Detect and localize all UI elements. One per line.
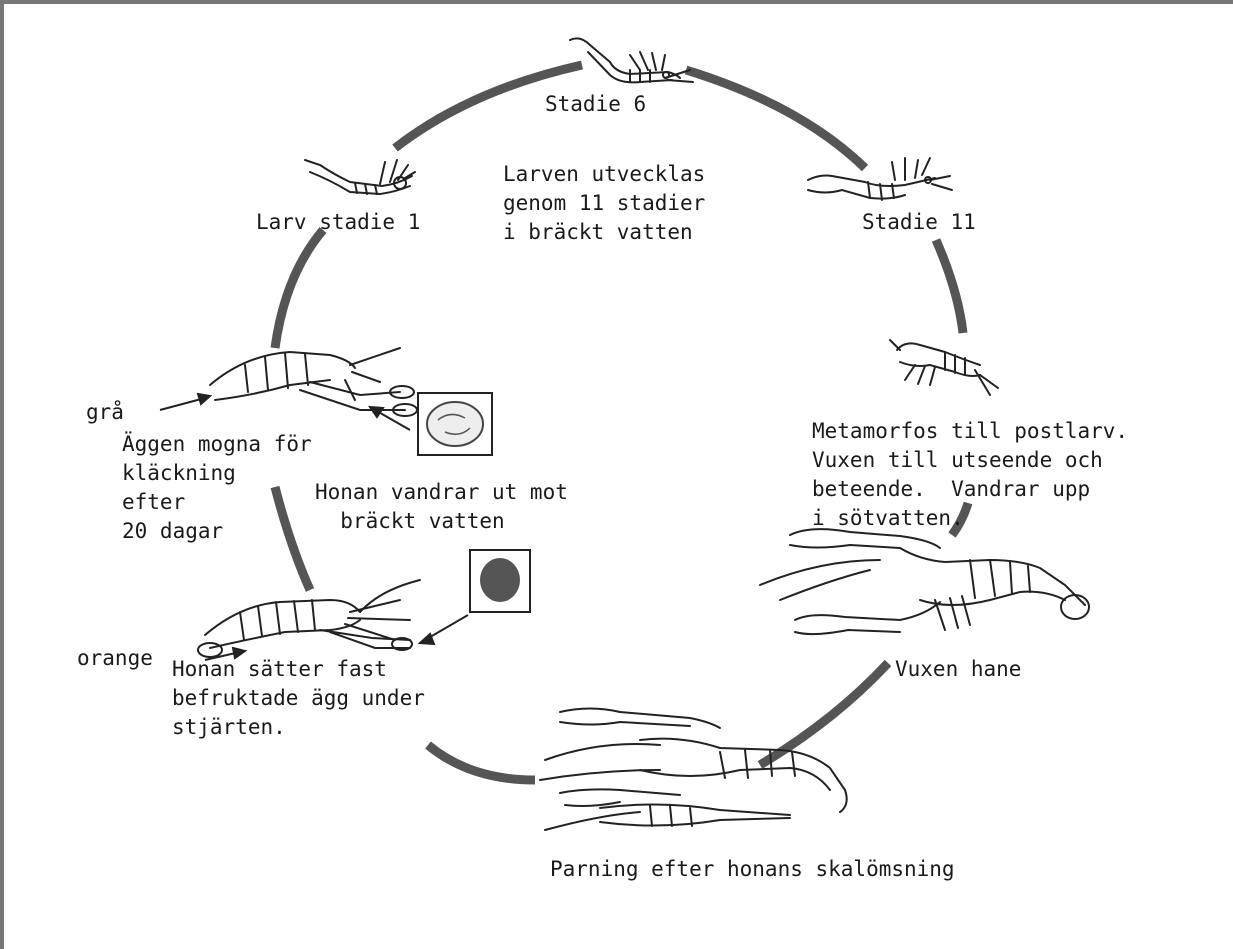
label-honan-vandrar: Honan vandrar ut mot bräckt vatten bbox=[315, 478, 568, 536]
adult-male-prawn-icon bbox=[760, 529, 1089, 634]
label-stadie-11: Stadie 11 bbox=[862, 208, 976, 237]
larva-stage11-icon bbox=[808, 158, 952, 200]
label-larval-development: Larven utvecklas genom 11 stadier i bräc… bbox=[503, 160, 705, 247]
female-orange-eggs-icon bbox=[198, 580, 420, 657]
label-larv-stadie-1: Larv stadie 1 bbox=[256, 208, 420, 237]
label-parning: Parning efter honans skalömsning bbox=[550, 855, 955, 884]
arrow-gra bbox=[160, 398, 205, 410]
label-gra: grå bbox=[86, 398, 124, 427]
postlarva-icon bbox=[890, 340, 998, 395]
mating-pair-icon bbox=[540, 709, 847, 831]
label-stadie-6: Stadie 6 bbox=[545, 90, 646, 119]
label-orange: orange bbox=[77, 644, 153, 673]
arc-stage11-to-postlarva bbox=[936, 240, 963, 333]
label-vuxen-hane: Vuxen hane bbox=[895, 655, 1021, 684]
egg-grey-icon bbox=[427, 402, 483, 446]
egg-grey-box bbox=[418, 393, 492, 455]
label-aggen-mogna: Äggen mogna för kläckning efter 20 dagar bbox=[122, 430, 312, 546]
egg-orange-icon bbox=[480, 558, 520, 602]
larva-stage6-icon bbox=[570, 38, 693, 82]
arc-eggs-to-mating bbox=[428, 745, 535, 780]
label-honan-satter-fast: Honan sätter fast befruktade ägg under s… bbox=[172, 655, 425, 742]
egg-orange-box bbox=[470, 550, 530, 612]
female-grey-eggs-icon bbox=[210, 348, 417, 416]
label-metamorfos: Metamorfos till postlarv. Vuxen till uts… bbox=[812, 417, 1128, 533]
arc-grey-to-larva1 bbox=[275, 230, 323, 348]
larva-stage1-icon bbox=[305, 160, 415, 194]
arc-stage6-to-stage11 bbox=[686, 70, 865, 168]
